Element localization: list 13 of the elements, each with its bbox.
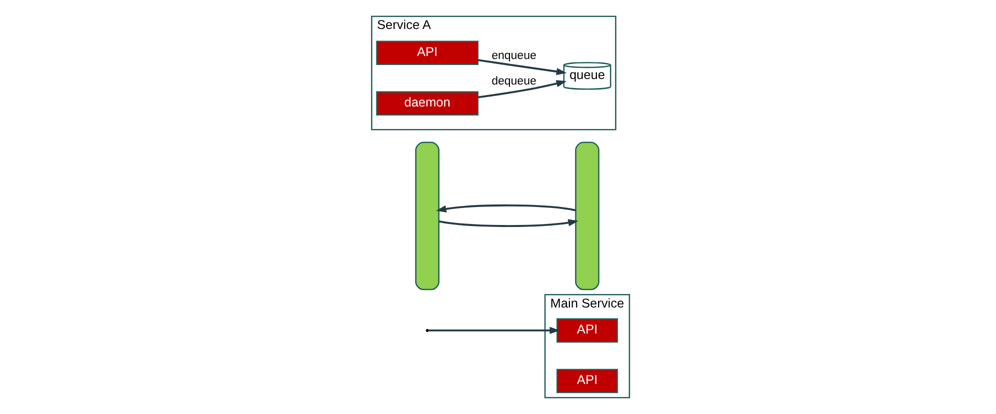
node-bar [415,142,440,290]
arrow [438,219,578,227]
node-bar [575,142,600,290]
arrow [478,59,567,76]
node-box: API [556,368,618,394]
arrow [428,326,560,334]
node-box: API [556,318,618,343]
node-box: API [376,40,478,65]
edge-label: dequeue [492,75,536,88]
arrow [436,204,576,212]
node-box: daemon [376,91,478,116]
arrow [478,80,567,98]
edge-label: enqueue [492,50,536,62]
